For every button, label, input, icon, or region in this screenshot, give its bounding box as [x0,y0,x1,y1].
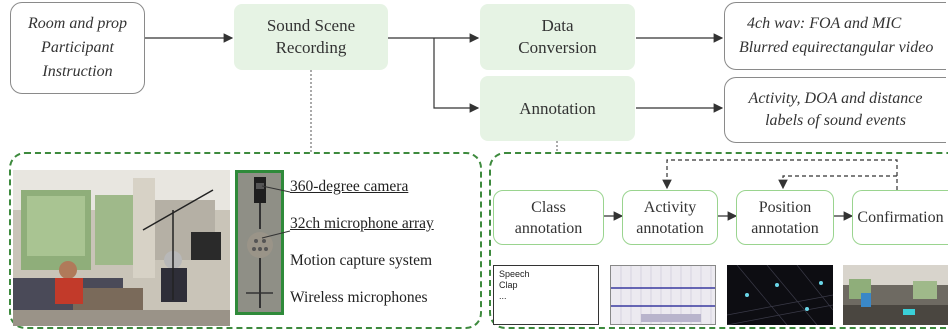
wav-line-2: Blurred equirectangular video [739,39,934,56]
annotation-workflow-panel [489,152,948,329]
step-4-line-1: Confirmation [857,209,944,226]
step-confirmation: Confirmation [852,190,948,245]
step-3-line-2: annotation [751,219,819,237]
labels-output-box: Activity, DOA and distance labels of sou… [724,77,946,143]
step-3-line-1: Position [758,198,812,216]
equipment-mic-array-label: 32ch microphone array [290,215,434,232]
inputs-box: Room and prop Participant Instruction [10,2,145,94]
step-2-line-2: annotation [636,219,704,237]
class-list-item-2: Clap [499,280,518,290]
class-list-thumbnail: Speech Clap ... [493,265,599,325]
labels-line-2: labels of sound events [765,112,906,129]
labels-line-1: Activity, DOA and distance [748,90,923,107]
inputs-line-3: Instruction [42,63,113,80]
sound-scene-recording-box: Sound Scene Recording [234,4,388,70]
equipment-motion-capture-label: Motion capture system [290,252,433,269]
annotation-label: Annotation [519,98,596,118]
step-1-line-1: Class [531,198,566,216]
equipment-photo [235,170,284,315]
confirmation-panorama-thumbnail [843,265,948,325]
step-activity-annotation: Activity annotation [622,190,718,245]
step-position-annotation: Position annotation [736,190,834,245]
equipment-camera-label: 360-degree camera [290,178,409,195]
inputs-line-2: Participant [41,39,114,56]
class-list-item-1: Speech [499,269,530,279]
step-1-line-2: annotation [514,219,583,237]
step-class-annotation: Class annotation [493,190,604,245]
activity-timeline-thumbnail [610,265,716,325]
recording-line-2: Recording [275,38,347,57]
conversion-line-2: Conversion [518,38,597,57]
step-2-line-1: Activity [643,198,697,216]
annotation-box: Annotation [480,76,635,141]
callout-mic-array [261,230,291,239]
feedback-to-activity [662,159,898,190]
recording-setup-panel [9,152,482,329]
equipment-wireless-mic-label: Wireless microphones [290,289,428,306]
inputs-line-1: Room and prop [28,15,127,32]
data-conversion-box: Data Conversion [480,4,635,70]
arrow-recording-to-annotation [433,38,480,113]
class-list-item-3: ... [499,291,507,301]
room-photo [13,170,230,326]
wav-output-box: 4ch wav: FOA and MIC Blurred equirectang… [724,2,946,70]
recording-line-1: Sound Scene [266,16,356,35]
wav-line-1: 4ch wav: FOA and MIC [747,15,902,32]
callout-camera [261,185,291,193]
feedback-to-position [778,175,897,190]
conversion-line-1: Data [541,16,574,35]
position-3d-thumbnail [727,265,833,325]
